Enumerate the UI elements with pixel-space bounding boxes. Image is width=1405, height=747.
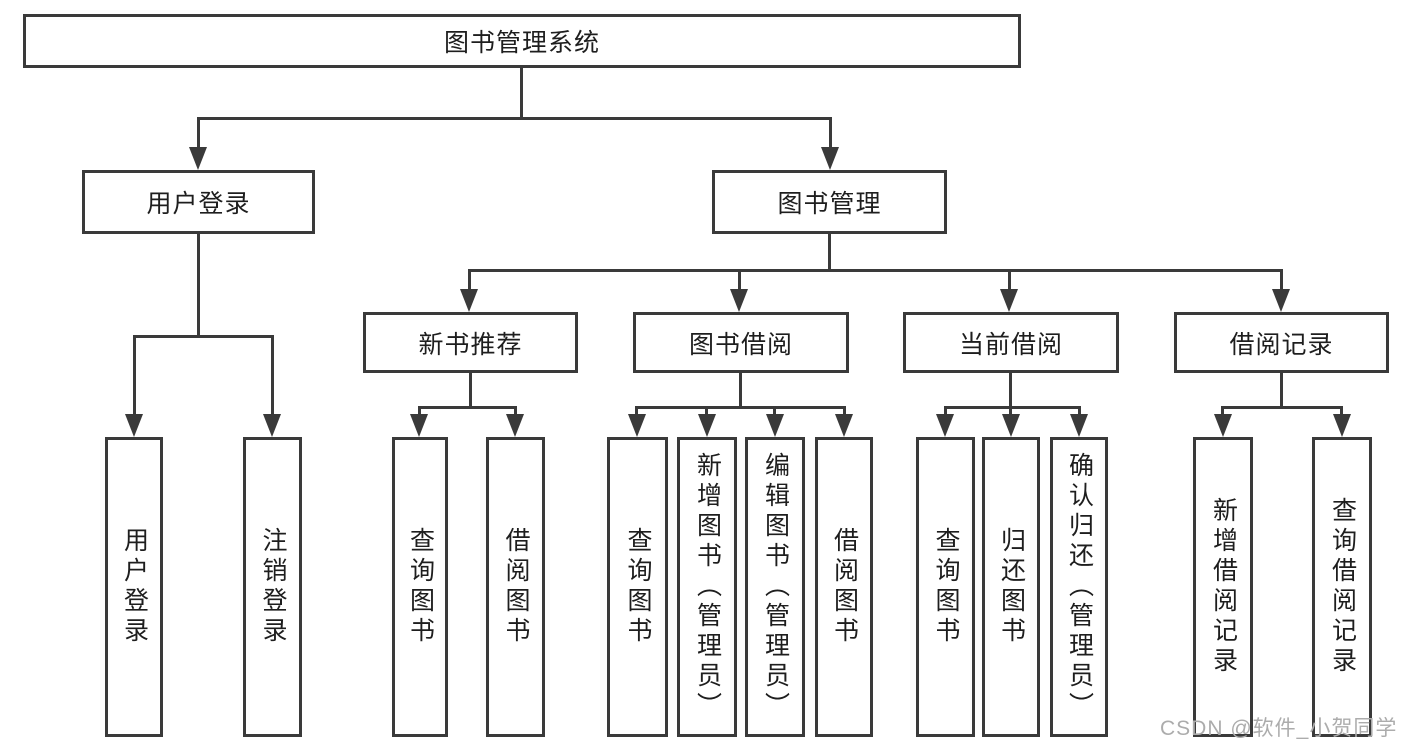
arrowhead — [936, 414, 954, 437]
node-current-borrow: 当前借阅 — [903, 312, 1119, 373]
arrowhead — [698, 414, 716, 437]
arrowhead — [1333, 414, 1351, 437]
leaf-add-book-admin: 新增图书（管理员） — [677, 437, 737, 737]
arrowhead — [1214, 414, 1232, 437]
leaf-confirm-return-admin: 确认归还（管理员） — [1050, 437, 1108, 737]
connector-line — [944, 406, 947, 418]
leaf-query-book-recommend: 查询图书 — [392, 437, 448, 737]
connector-line — [1280, 373, 1283, 409]
connector-line — [1280, 269, 1283, 292]
leaf-borrow-book-recommend: 借阅图书 — [486, 437, 545, 737]
arrowhead — [835, 414, 853, 437]
connector-line — [1221, 406, 1224, 418]
connector-line — [520, 67, 523, 118]
connector-line — [739, 373, 742, 409]
connector-line — [197, 117, 200, 150]
leaf-user-login: 用户登录 — [105, 437, 163, 737]
leaf-borrow-book: 借阅图书 — [815, 437, 873, 737]
connector-line — [944, 406, 1081, 409]
connector-line — [468, 269, 1283, 272]
leaf-logout: 注销登录 — [243, 437, 302, 737]
arrowhead — [189, 147, 207, 170]
connector-line — [469, 373, 472, 409]
leaf-return-book: 归还图书 — [982, 437, 1040, 737]
connector-line — [843, 406, 846, 418]
arrowhead — [125, 414, 143, 437]
connector-line — [133, 335, 274, 338]
arrowhead — [1070, 414, 1088, 437]
node-book-management: 图书管理 — [712, 170, 947, 234]
connector-line — [197, 234, 200, 338]
arrowhead — [1002, 414, 1020, 437]
connector-line — [1221, 406, 1343, 409]
node-new-book-recommend: 新书推荐 — [363, 312, 578, 373]
connector-line — [418, 406, 421, 418]
connector-line — [133, 335, 136, 417]
leaf-query-book-borrow: 查询图书 — [607, 437, 668, 737]
arrowhead — [1000, 289, 1018, 312]
connector-line — [1340, 406, 1343, 418]
node-borrow-record: 借阅记录 — [1174, 312, 1389, 373]
arrowhead — [628, 414, 646, 437]
connector-line — [828, 234, 831, 272]
arrowhead — [410, 414, 428, 437]
arrowhead — [730, 289, 748, 312]
connector-line — [197, 117, 832, 120]
connector-line — [1078, 406, 1081, 418]
arrowhead — [821, 147, 839, 170]
connector-line — [1009, 373, 1012, 409]
connector-line — [1009, 406, 1012, 418]
connector-line — [418, 406, 517, 409]
node-user-login: 用户登录 — [82, 170, 315, 234]
connector-line — [468, 269, 471, 292]
leaf-query-book-current: 查询图书 — [916, 437, 975, 737]
csdn-watermark: CSDN @软件_小贺同学 — [1160, 717, 1398, 740]
connector-line — [829, 117, 832, 150]
leaf-add-borrow-record: 新增借阅记录 — [1193, 437, 1253, 737]
arrowhead — [460, 289, 478, 312]
node-root: 图书管理系统 — [23, 14, 1021, 68]
arrowhead — [263, 414, 281, 437]
connector-line — [271, 335, 274, 417]
connector-line — [514, 406, 517, 418]
arrowhead — [1272, 289, 1290, 312]
connector-line — [1008, 269, 1011, 292]
connector-line — [705, 406, 708, 418]
leaf-query-borrow-record: 查询借阅记录 — [1312, 437, 1372, 737]
connector-line — [635, 406, 638, 418]
connector-line — [635, 406, 846, 409]
connector-line — [738, 269, 741, 292]
arrowhead — [506, 414, 524, 437]
connector-line — [773, 406, 776, 418]
arrowhead — [766, 414, 784, 437]
leaf-edit-book-admin: 编辑图书（管理员） — [745, 437, 805, 737]
node-book-borrow: 图书借阅 — [633, 312, 849, 373]
